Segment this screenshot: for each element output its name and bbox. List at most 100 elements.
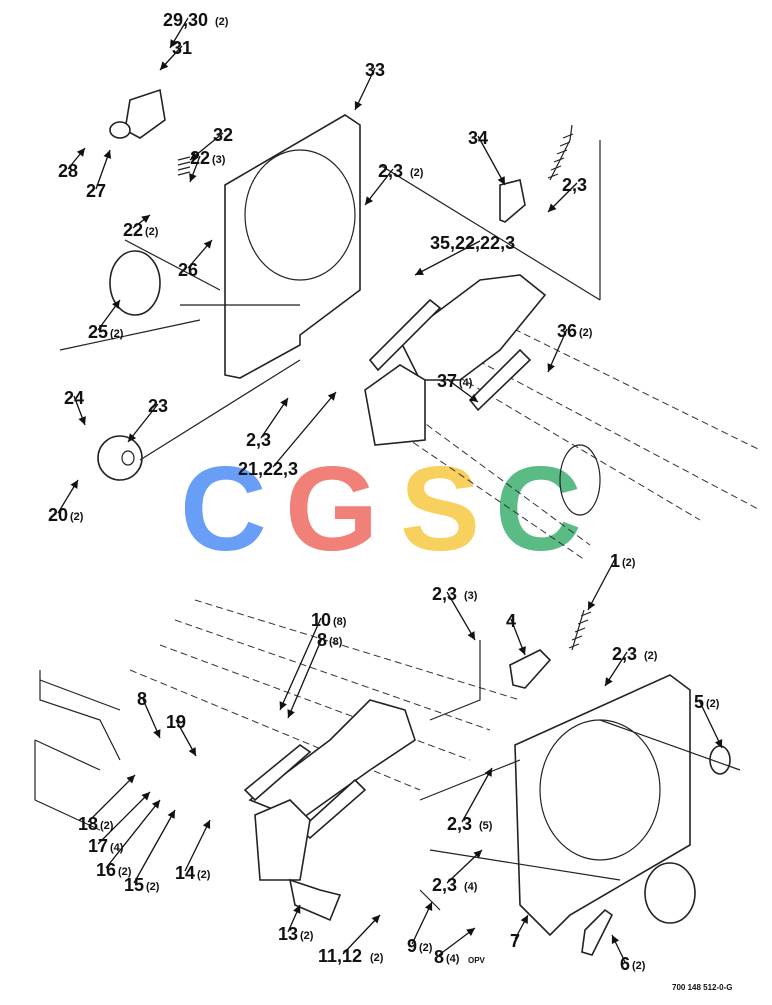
callout-leader xyxy=(698,699,723,749)
callout-number: 37 xyxy=(437,371,457,391)
callout-arrowhead xyxy=(287,709,295,718)
callout-arrowhead xyxy=(202,820,211,829)
callout-arrowhead xyxy=(469,394,478,402)
callout-arrowhead xyxy=(327,392,336,401)
callout-4: 22(3) xyxy=(189,148,226,183)
callout-29: 19 xyxy=(166,712,197,757)
callout-leader xyxy=(184,819,211,872)
callout-number: 28 xyxy=(58,161,78,181)
callout-leader xyxy=(342,914,381,955)
callout-20: 21,22,3 xyxy=(238,391,337,479)
bracket-13 xyxy=(288,878,342,922)
callout-3: 32 xyxy=(189,125,233,161)
callout-leader xyxy=(105,799,161,869)
callout-number: 10 xyxy=(311,610,331,630)
callout-2: 33 xyxy=(354,60,385,111)
roller-hub xyxy=(121,450,135,466)
callout-31: 17(4) xyxy=(88,791,151,856)
callout-leader xyxy=(587,558,616,611)
callout-number: 32 xyxy=(213,125,233,145)
callout-number: 8 xyxy=(317,630,327,650)
callout-arrowhead xyxy=(371,915,380,924)
callout-leader xyxy=(287,637,323,719)
callout-number: 19 xyxy=(166,712,186,732)
callout-leader xyxy=(87,774,136,823)
callout-number: 2,3 xyxy=(562,175,587,195)
callout-28: 8 xyxy=(137,689,161,739)
callout-27: 8(8) xyxy=(287,630,343,719)
callout-suffix: OPV xyxy=(468,956,486,965)
callout-arrowhead xyxy=(128,433,137,442)
watermark-letter-c2: C xyxy=(495,442,582,576)
callout-6: 27 xyxy=(86,149,112,201)
callout-number: 11,12 xyxy=(318,946,362,966)
watermark-letter-g: G xyxy=(285,442,378,576)
callout-quantity: (2) xyxy=(145,226,159,238)
callout-quantity: (8) xyxy=(333,616,347,628)
callout-arrowhead xyxy=(484,768,492,777)
callout-0: 29,30(2) xyxy=(163,10,229,49)
callout-quantity: (4) xyxy=(464,881,478,893)
callout-number: 2,3 xyxy=(378,161,403,181)
callout-number: 27 xyxy=(86,181,106,201)
callout-leader xyxy=(279,617,322,711)
lower-tube-1 xyxy=(39,670,121,761)
callout-33: 15(2) xyxy=(124,809,176,895)
callout-number: 15 xyxy=(124,875,144,895)
callout-10: 24 xyxy=(64,388,86,426)
callout-34: 14(2) xyxy=(175,819,211,883)
bracket-4 xyxy=(509,649,552,689)
callout-arrowhead xyxy=(190,151,199,160)
callout-42: 6(2) xyxy=(611,934,646,974)
callout-arrowhead xyxy=(280,398,288,407)
callout-9: 25(2) xyxy=(88,299,124,342)
callout-quantity: (3) xyxy=(212,154,226,166)
upper-boom-dashed xyxy=(394,299,761,561)
callout-leader xyxy=(446,591,476,641)
callout-8: 26 xyxy=(178,239,213,280)
callout-arrowhead xyxy=(466,928,475,936)
callout-number: 20 xyxy=(48,505,68,525)
spring-1 xyxy=(571,609,585,651)
upper-link-37 xyxy=(468,348,532,412)
callout-12: 20(2) xyxy=(48,479,84,525)
callout-arrowhead xyxy=(293,905,301,914)
callout-arrowhead xyxy=(714,739,723,748)
callout-number: 2,3 xyxy=(447,814,472,834)
callout-number: 1 xyxy=(610,551,620,571)
callout-arrowhead xyxy=(70,480,78,489)
callout-arrowhead xyxy=(160,61,169,70)
disc-25 xyxy=(109,250,161,316)
callout-arrowhead xyxy=(473,850,482,859)
callout-number: 2,3 xyxy=(432,584,457,604)
lower-assembly xyxy=(34,599,741,956)
callout-22: 2,3(3) xyxy=(432,584,478,641)
callout-quantity: (2) xyxy=(632,960,646,972)
callout-37: 13(2) xyxy=(278,904,314,944)
callout-quantity: (2) xyxy=(118,866,132,878)
callout-leader xyxy=(133,809,176,884)
upper-side-plate xyxy=(224,114,361,379)
callout-arrowhead xyxy=(112,300,120,309)
callout-30: 18(2) xyxy=(78,774,136,834)
callout-arrowhead xyxy=(78,416,86,425)
callout-number: 13 xyxy=(278,924,298,944)
lower-tube-2 xyxy=(34,739,101,831)
callout-number: 2,3 xyxy=(246,430,271,450)
callout-arrowhead xyxy=(126,775,135,784)
bracket-34 xyxy=(499,179,526,223)
callout-15: 2,3 xyxy=(547,175,587,213)
callout-16: 35,22,22,3 xyxy=(414,233,515,276)
callout-quantity: (2) xyxy=(644,650,658,662)
callout-number: 34 xyxy=(468,128,488,148)
callout-quantity: (2) xyxy=(197,869,211,881)
callout-41: 7 xyxy=(510,914,529,951)
callout-number: 6 xyxy=(620,954,630,974)
lower-arm xyxy=(248,699,416,821)
upper-roll-end xyxy=(559,444,601,516)
callout-18: 37(4) xyxy=(437,371,479,403)
callout-arrowhead xyxy=(141,792,150,801)
callout-arrowhead xyxy=(611,935,620,944)
callout-arrowhead xyxy=(76,148,85,157)
callout-arrowhead xyxy=(170,39,178,48)
